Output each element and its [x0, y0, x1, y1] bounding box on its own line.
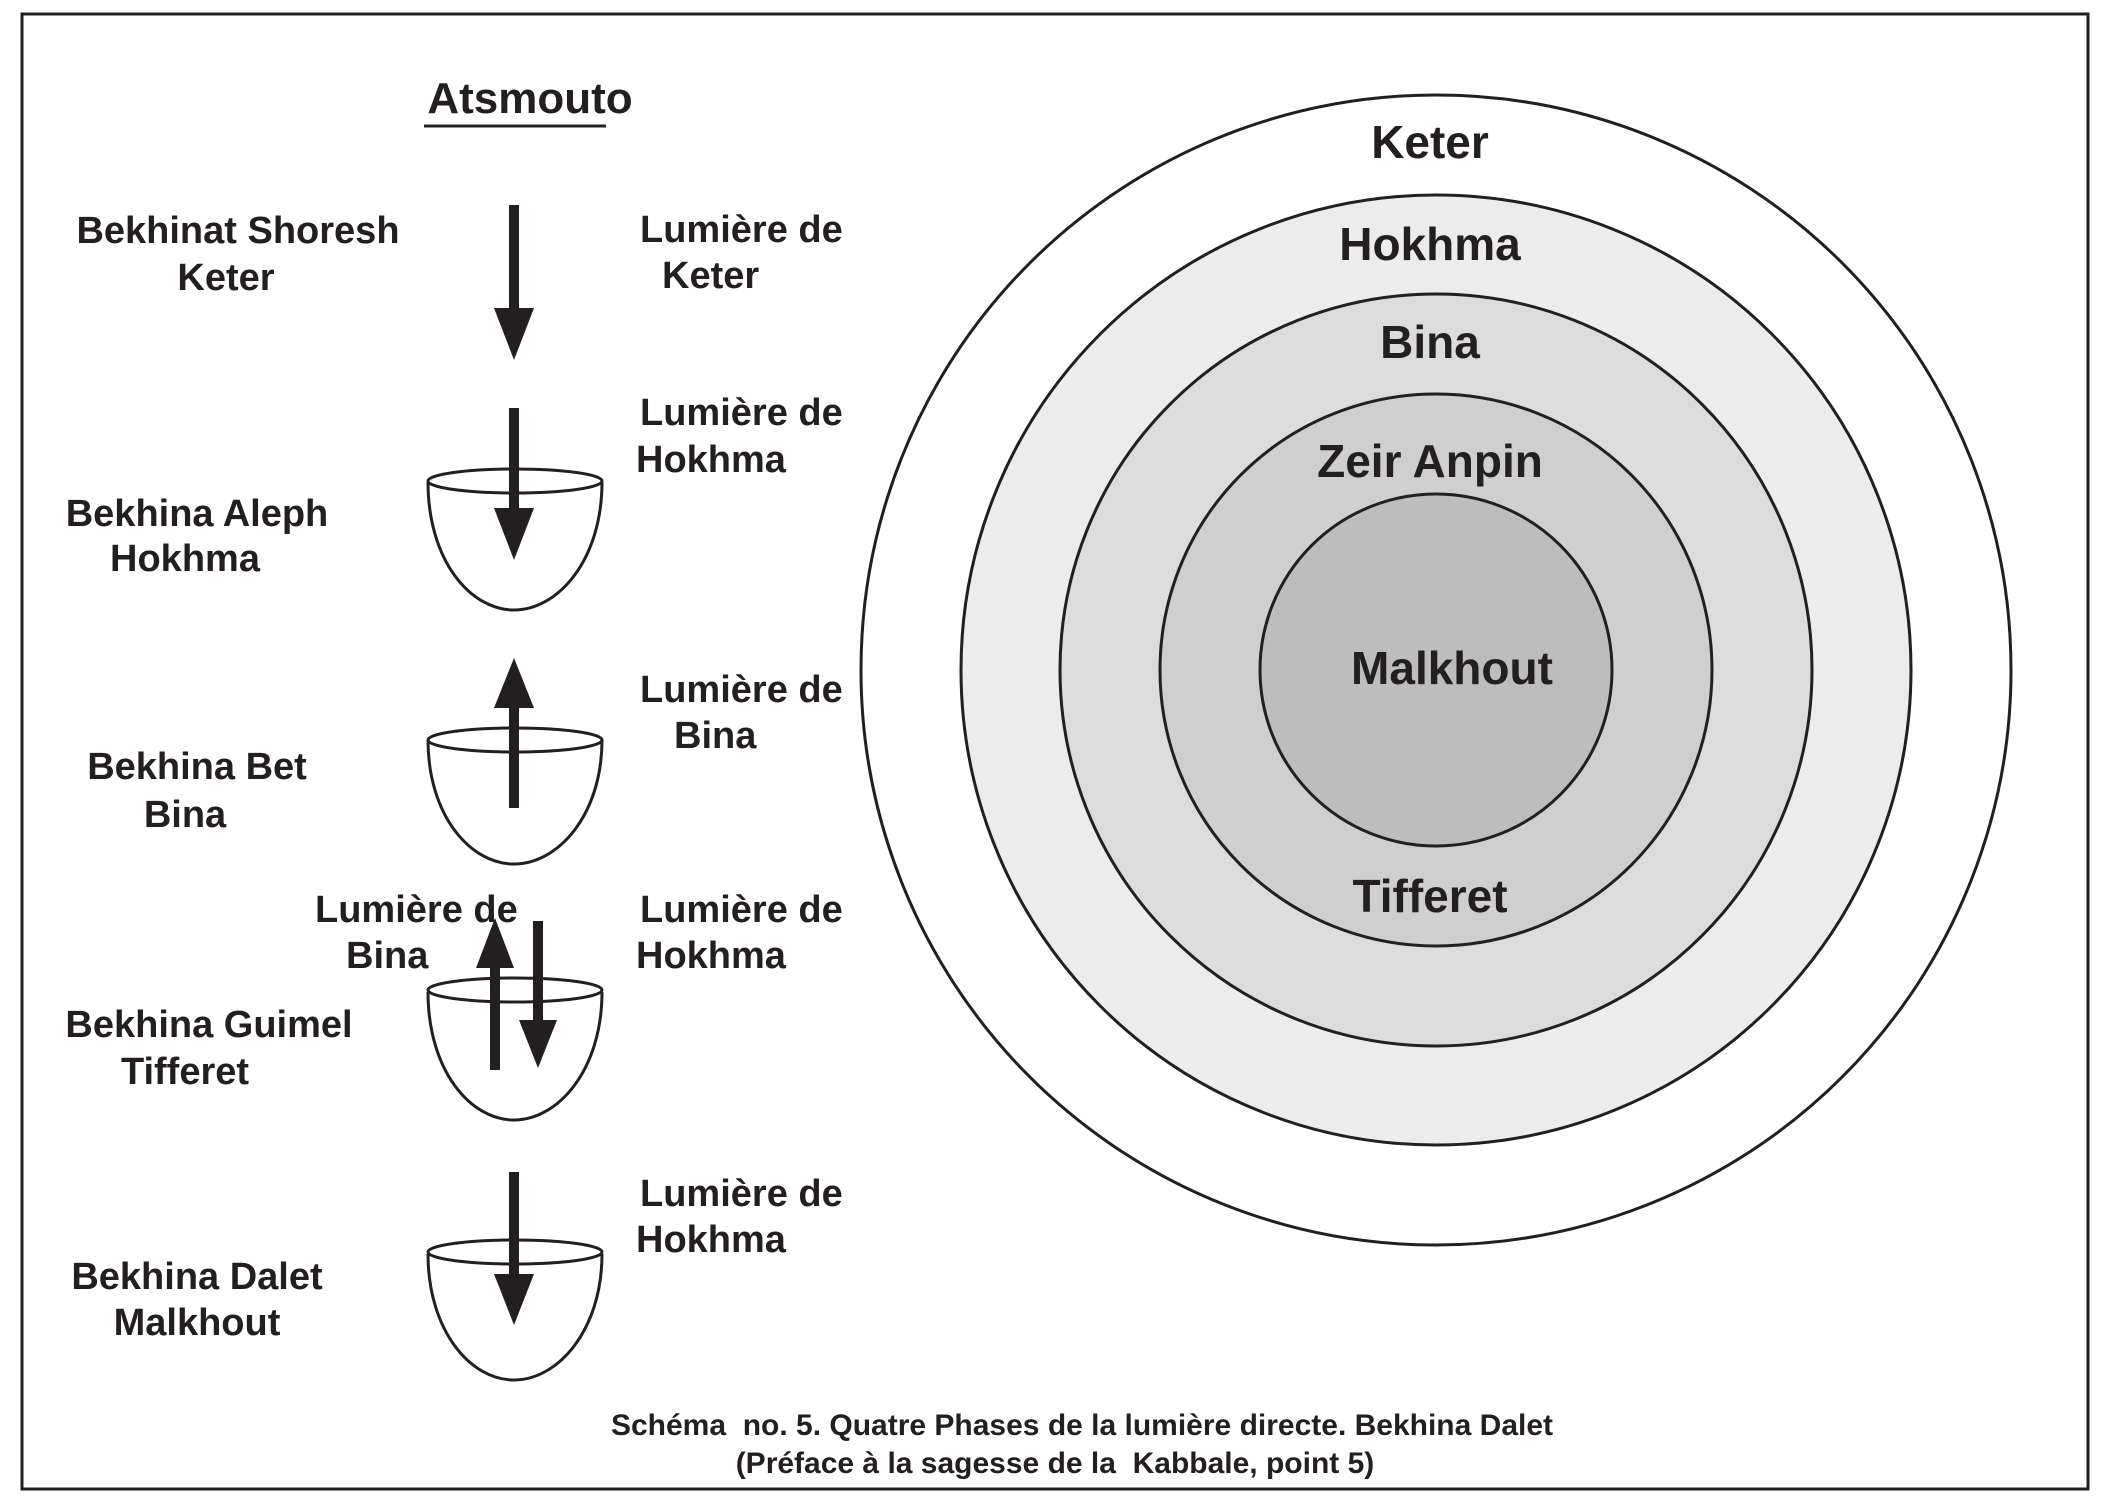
phase-guimel-name-line1: Bekhina Guimel [65, 1004, 352, 1046]
arrow-down-icon [494, 408, 534, 560]
phase-dalet: Bekhina Dalet Malkhout Lumière de Hokhma [71, 1172, 843, 1382]
phase-shoresh-light-line1: Lumière de [640, 209, 843, 251]
title-atsmouto: Atsmouto [427, 74, 632, 123]
ring-label-keter: Keter [1371, 116, 1489, 168]
phase-shoresh-name-line1: Bekhinat Shoresh [76, 210, 399, 252]
phase-bet: Bekhina Bet Bina Lumière de Bina [87, 658, 843, 866]
phase-aleph-name-line2: Hokhma [110, 538, 261, 580]
ring-label-hokhma: Hokhma [1339, 218, 1521, 270]
ring-label-bina: Bina [1380, 316, 1480, 368]
phase-guimel: Bekhina Guimel Tifferet Lumière de Hokhm… [65, 889, 843, 1122]
phase-bet-name-line2: Bina [144, 794, 227, 836]
arrow-up-icon [494, 658, 534, 808]
phase-shoresh-name-line2: Keter [177, 257, 274, 299]
ring-label-tifferet: Tifferet [1352, 870, 1507, 922]
phase-dalet-name-line2: Malkhout [114, 1302, 281, 1344]
ring-label-zeir-anpin: Zeir Anpin [1317, 435, 1543, 487]
phase-dalet-light-line2: Hokhma [636, 1219, 787, 1261]
concentric-rings: Keter Hokhma Bina Zeir Anpin Malkhout Ti… [859, 93, 2013, 1247]
phase-guimel-extra-line2: Bina [346, 935, 429, 977]
phase-bet-light-line1: Lumière de [640, 669, 843, 711]
arrow-down-icon [519, 921, 557, 1068]
arrow-down-icon [494, 205, 534, 360]
vessel-icon [426, 976, 604, 1122]
phase-bet-light-line2: Bina [674, 715, 757, 757]
phase-shoresh: Bekhinat Shoresh Keter Lumière de Keter [76, 205, 843, 360]
ring-label-malkhout: Malkhout [1351, 642, 1553, 694]
arrow-up-icon [476, 918, 514, 1070]
phase-bet-name-line1: Bekhina Bet [87, 746, 307, 788]
phase-dalet-name-line1: Bekhina Dalet [71, 1256, 323, 1298]
phase-shoresh-light-line2: Keter [662, 255, 759, 297]
phase-aleph-light-line1: Lumière de [640, 392, 843, 434]
phase-guimel-extra-line1: Lumière de [315, 889, 518, 931]
caption-line1: Schéma no. 5. Quatre Phases de la lumièr… [611, 1409, 1553, 1442]
phase-aleph-light-line2: Hokhma [636, 439, 787, 481]
ring-malkhout [1258, 492, 1614, 848]
phase-aleph-name-line1: Bekhina Aleph [66, 493, 329, 535]
arrow-down-icon [494, 1172, 534, 1325]
phase-guimel-light-line2: Hokhma [636, 935, 787, 977]
phase-aleph: Bekhina Aleph Hokhma Lumière de Hokhma [66, 392, 843, 612]
diagram-frame [20, 12, 2090, 1491]
phase-dalet-light-line1: Lumière de [640, 1173, 843, 1215]
caption-line2: (Préface à la sagesse de la Kabbale, poi… [736, 1447, 1375, 1480]
phase-guimel-name-line2: Tifferet [121, 1051, 249, 1093]
phase-guimel-light-line1: Lumière de [640, 889, 843, 931]
